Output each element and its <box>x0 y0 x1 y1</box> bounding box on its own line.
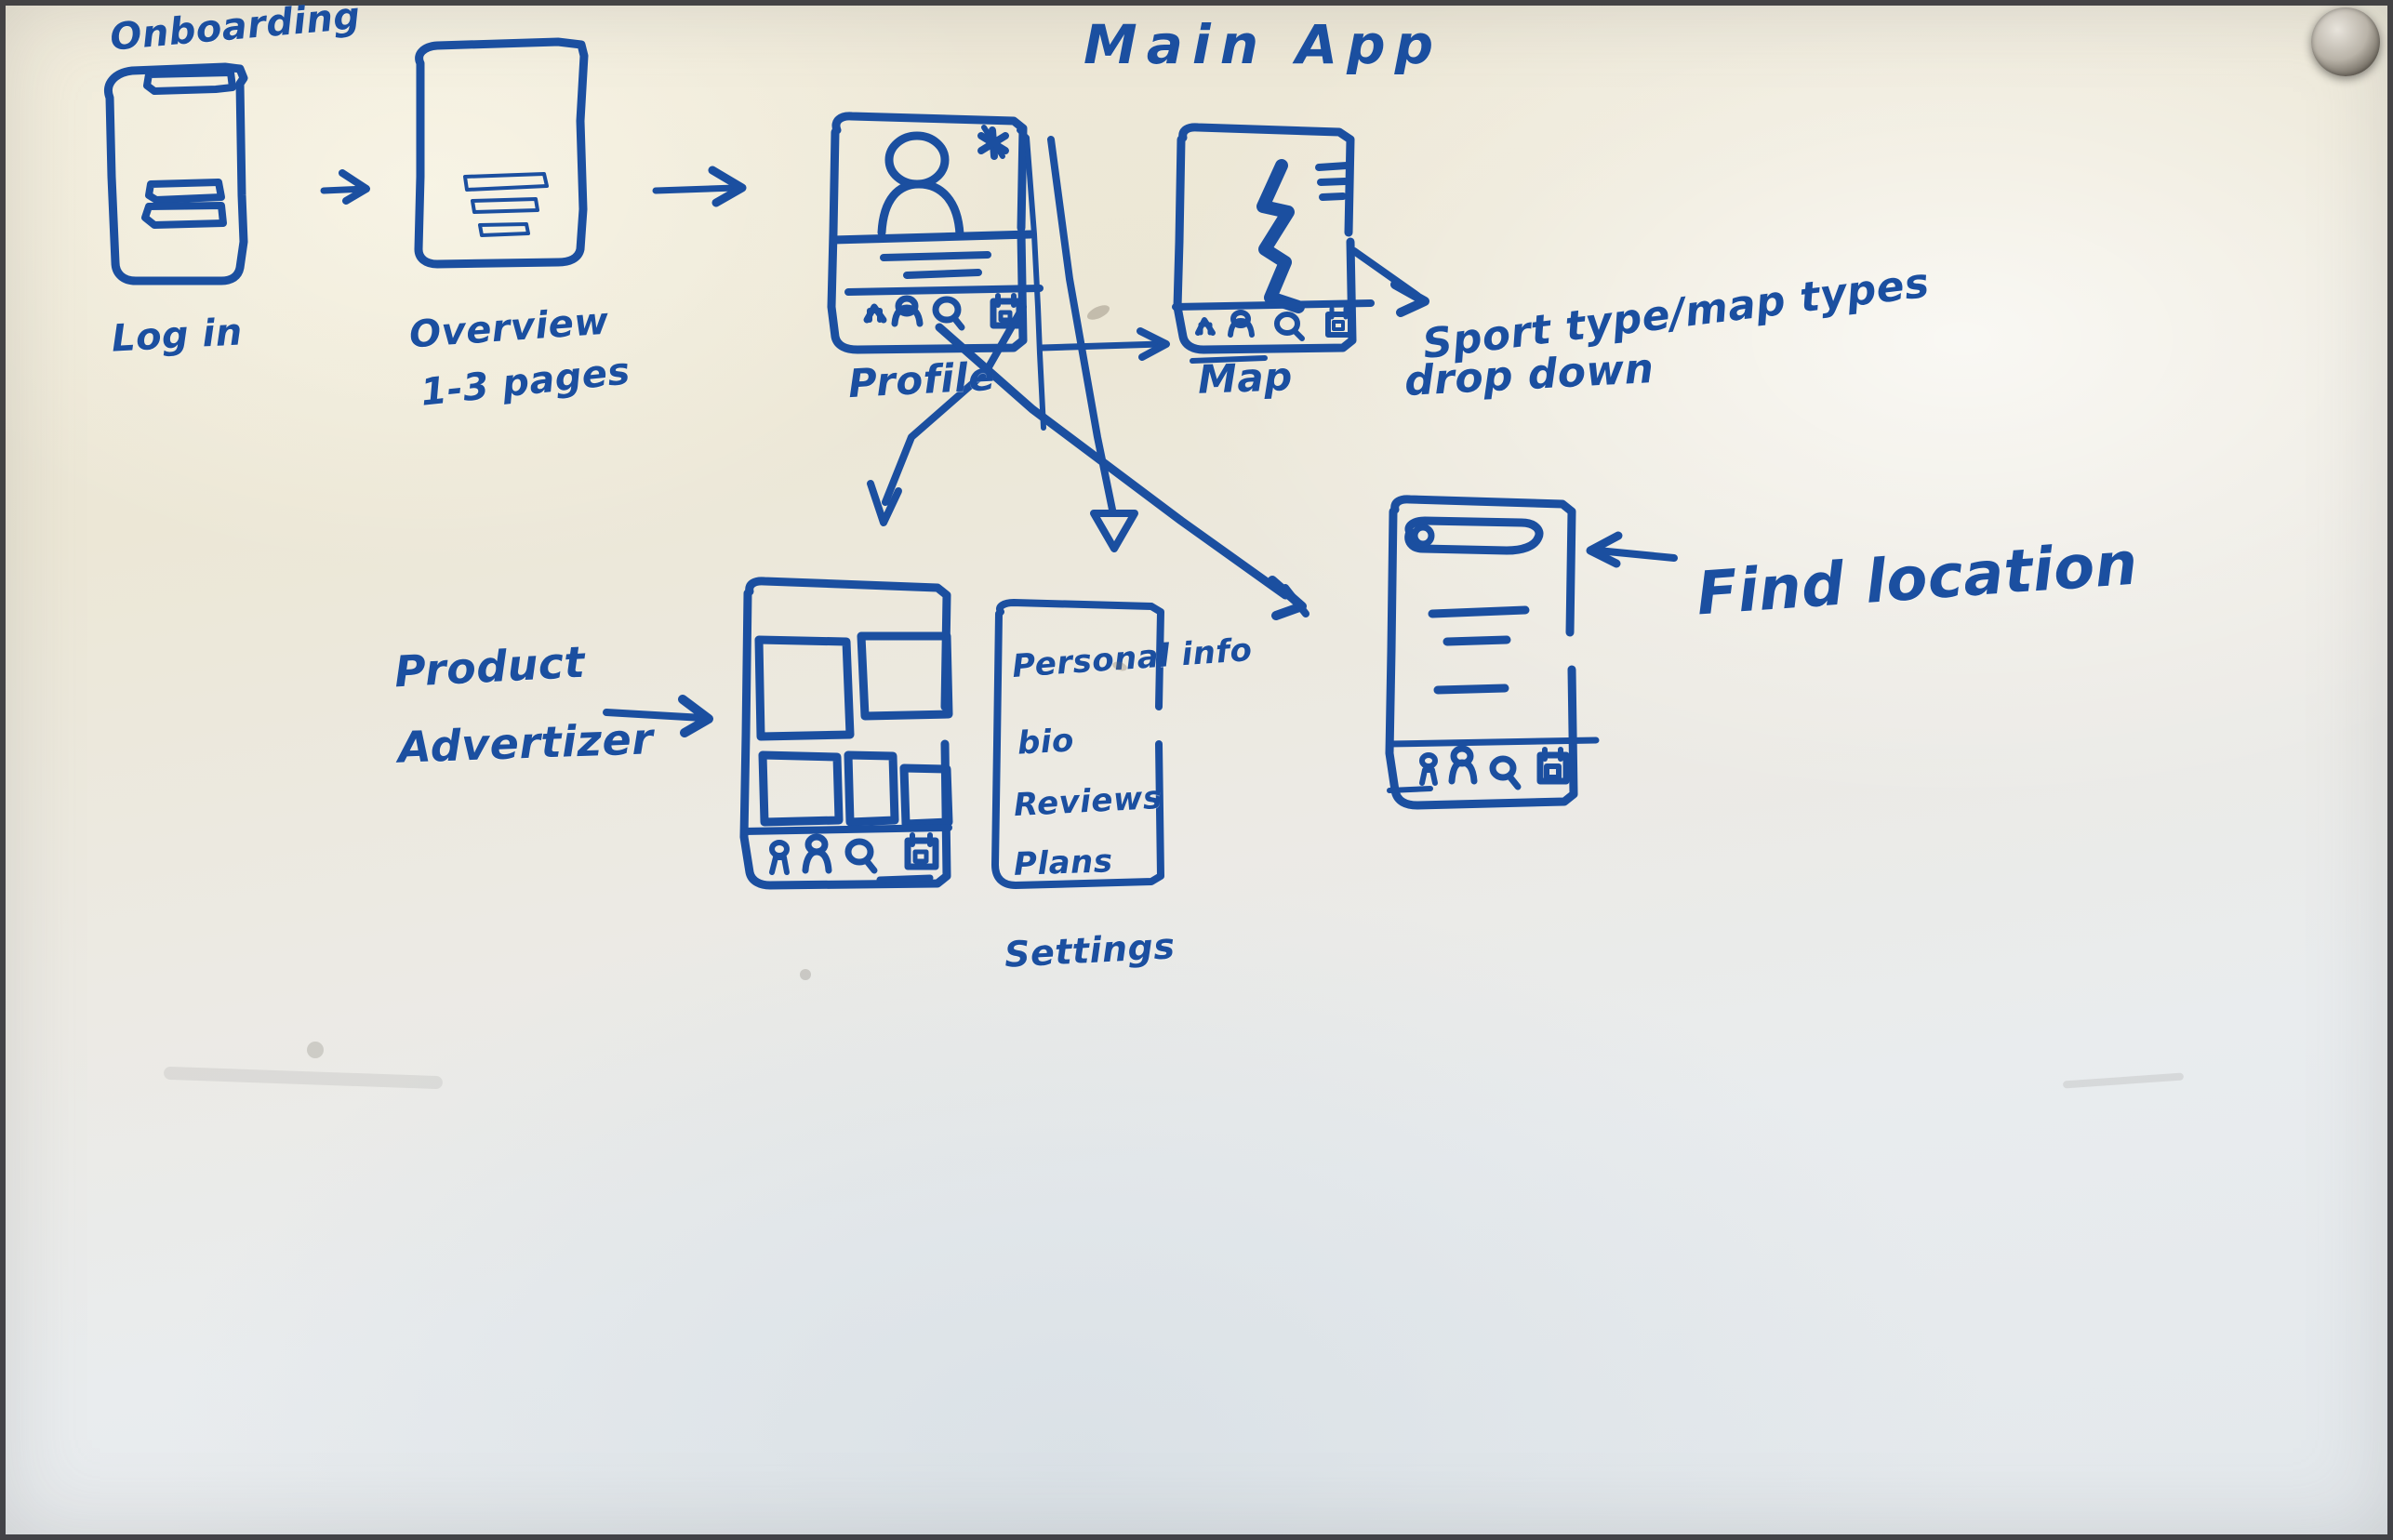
screen-label-map: Map <box>1197 353 1294 403</box>
settings-item-bio[interactable]: bio <box>1016 722 1075 763</box>
board-smudge <box>1084 302 1112 323</box>
arrow-profile-to-find-location <box>935 323 1310 620</box>
arrow-map-to-dropdown <box>1350 247 1429 317</box>
arrow-product-label <box>603 695 713 737</box>
screen-sublabel-overview: 1-3 pages <box>419 350 632 415</box>
settings-item-personal-info[interactable]: Personal info <box>1010 631 1254 685</box>
screen-login <box>104 62 248 285</box>
arrow-profile-to-settings <box>1047 136 1138 552</box>
arrow-profile-to-product <box>867 303 1027 526</box>
settings-panel <box>991 599 1164 889</box>
settings-item-plans[interactable]: Plans <box>1013 843 1114 883</box>
board-corner-knob <box>2311 7 2380 76</box>
arrow-profile-to-map <box>1038 327 1170 361</box>
board-smudge <box>800 969 811 980</box>
screen-find-location <box>1385 495 1600 810</box>
screen-profile <box>827 112 1044 354</box>
page-title: Main App <box>1083 13 1443 76</box>
annotation-sport-map-line2: drop down <box>1403 345 1655 405</box>
hamburger-icon <box>1315 162 1350 201</box>
tab-bar-find-location <box>1419 745 1570 790</box>
arrow-overview-to-profile <box>652 166 747 207</box>
tab-bar-map <box>1195 306 1353 341</box>
settings-item-reviews[interactable]: Reviews <box>1013 778 1163 825</box>
onboarding-label: Onboarding <box>108 0 363 60</box>
screen-map <box>1172 123 1375 364</box>
annotation-product-line1: Product <box>392 636 587 697</box>
board-smudge <box>307 1042 324 1058</box>
tab-bar-product <box>769 832 939 875</box>
annotation-sport-map-line1: Sport type/map types <box>1419 259 1933 369</box>
arrow-find-location-label <box>1586 531 1678 568</box>
board-smudge <box>163 1066 444 1090</box>
screen-product-advertizer <box>739 577 953 890</box>
arrow-login-to-overview <box>320 169 370 205</box>
screen-label-profile: Profile <box>846 352 997 407</box>
settings-panel-label: Settings <box>1003 925 1177 976</box>
star-icon <box>977 125 1009 160</box>
board-smudge <box>2062 1072 2185 1089</box>
annotation-product-line2: Advertizer <box>397 713 655 773</box>
annotation-find-location: Find location <box>1694 529 2140 630</box>
screen-label-login: Log in <box>110 311 244 361</box>
board-smudge <box>1111 659 1128 673</box>
screen-overview <box>414 37 589 269</box>
profile-guide-line <box>1017 127 1046 431</box>
tab-bar-profile <box>863 293 1023 331</box>
screen-label-overview: Overview <box>407 299 611 357</box>
